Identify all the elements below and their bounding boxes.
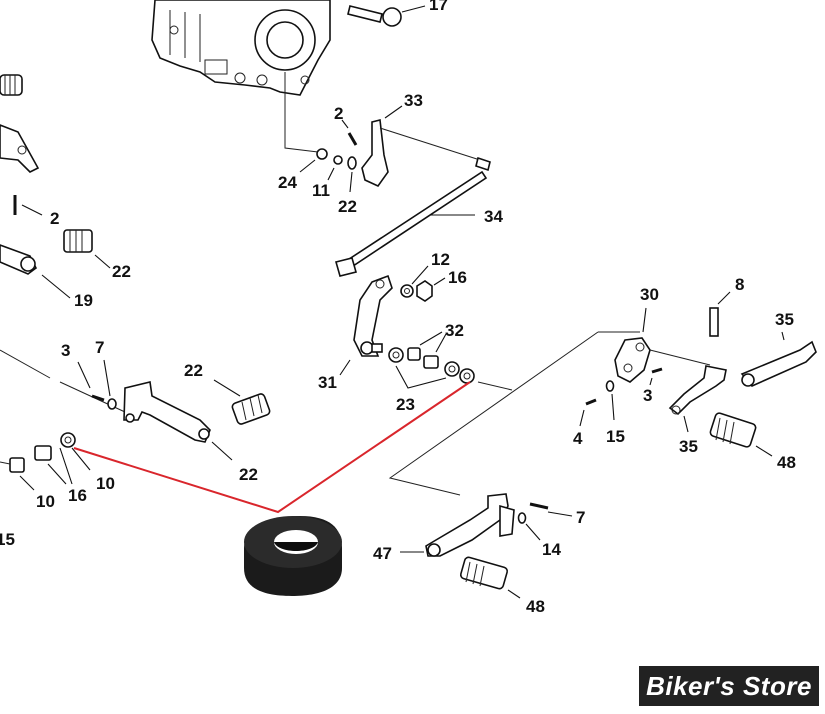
spacer-highlighted xyxy=(459,368,475,384)
bolt-3-right xyxy=(649,367,663,386)
bolt-4 xyxy=(579,398,597,427)
callout-4: 4 xyxy=(573,429,583,448)
featured-spacer xyxy=(244,516,342,596)
bracket-31 xyxy=(339,274,393,376)
left-lever-top xyxy=(0,124,40,173)
callout-7-left: 7 xyxy=(95,338,104,357)
callout-34: 34 xyxy=(484,207,503,226)
callout-7-bottom: 7 xyxy=(576,508,585,527)
bolt-7-bottom xyxy=(529,502,573,517)
oring-15 xyxy=(605,380,615,421)
lever-35-lower xyxy=(668,365,727,433)
peg-22-mid-left xyxy=(213,379,271,425)
callout-33: 33 xyxy=(404,91,423,110)
callout-15-right: 15 xyxy=(606,427,625,446)
callout-22-mid: 22 xyxy=(184,361,203,380)
callout-48-right: 48 xyxy=(777,453,796,472)
callout-15-left: 15 xyxy=(0,530,15,549)
callout-10-mid: 10 xyxy=(96,474,115,493)
callout-2-top: 2 xyxy=(334,104,343,123)
oring-7-left xyxy=(103,359,117,410)
peg-48-right xyxy=(709,412,773,457)
left-spring-top xyxy=(0,74,23,96)
callout-19: 19 xyxy=(74,291,93,310)
bikers-store-watermark: Biker's Store xyxy=(639,666,819,706)
oring-14 xyxy=(517,512,541,541)
bolt-3-left xyxy=(77,361,105,402)
lever-35-upper xyxy=(740,331,817,387)
callout-23: 23 xyxy=(396,395,415,414)
leader-line-24 xyxy=(284,72,319,153)
washers-23 xyxy=(388,347,460,389)
peg-48-bottom xyxy=(459,556,521,599)
bracket-30 xyxy=(614,307,711,383)
lever-47 xyxy=(400,493,515,557)
bolt-2-left xyxy=(13,195,43,216)
linkage-19 xyxy=(0,244,71,299)
callout-14: 14 xyxy=(542,540,561,559)
bushings-32 xyxy=(407,331,447,369)
callout-16-left: 16 xyxy=(68,486,87,505)
leader-22-bottom-left xyxy=(211,441,233,461)
callout-35-upper: 35 xyxy=(775,310,794,329)
bolt-17 xyxy=(347,5,426,27)
oring-22-top xyxy=(347,156,357,193)
callout-32: 32 xyxy=(445,321,464,340)
bushings-16-10-left xyxy=(0,432,91,491)
callout-11: 11 xyxy=(312,181,330,200)
lever-heel-toe-left xyxy=(123,381,211,443)
washer-12 xyxy=(400,265,429,298)
callout-22-left: 22 xyxy=(112,262,131,281)
callout-22-bottom: 22 xyxy=(239,465,258,484)
highlight-leader-line xyxy=(73,381,471,514)
rod-34 xyxy=(335,127,491,277)
callout-3-right: 3 xyxy=(643,386,652,405)
callout-2-left: 2 xyxy=(50,209,59,228)
callout-22-top: 22 xyxy=(338,197,357,216)
peg-22-left xyxy=(63,229,111,269)
nut-16-mid xyxy=(416,277,446,302)
lever-33 xyxy=(361,105,403,188)
callout-31: 31 xyxy=(318,373,337,392)
washer-11 xyxy=(327,155,343,181)
callout-24: 24 xyxy=(278,173,297,192)
bolt-2-top xyxy=(341,119,358,146)
callout-10-left: 10 xyxy=(36,492,55,511)
callout-12: 12 xyxy=(431,250,450,269)
callout-35-lower: 35 xyxy=(679,437,698,456)
washer-24 xyxy=(299,148,328,173)
callout-labels: 17 33 2 24 11 22 34 2 22 19 12 16 32 31 … xyxy=(0,0,796,616)
callout-48-bottom: 48 xyxy=(526,597,545,616)
callout-8: 8 xyxy=(735,275,744,294)
transmission-housing xyxy=(151,0,331,96)
callout-30: 30 xyxy=(640,285,659,304)
bolt-8 xyxy=(709,291,731,337)
callout-47: 47 xyxy=(373,544,392,563)
callout-16-mid: 16 xyxy=(448,268,467,287)
callout-3-left: 3 xyxy=(61,341,70,360)
callout-17: 17 xyxy=(429,0,448,14)
